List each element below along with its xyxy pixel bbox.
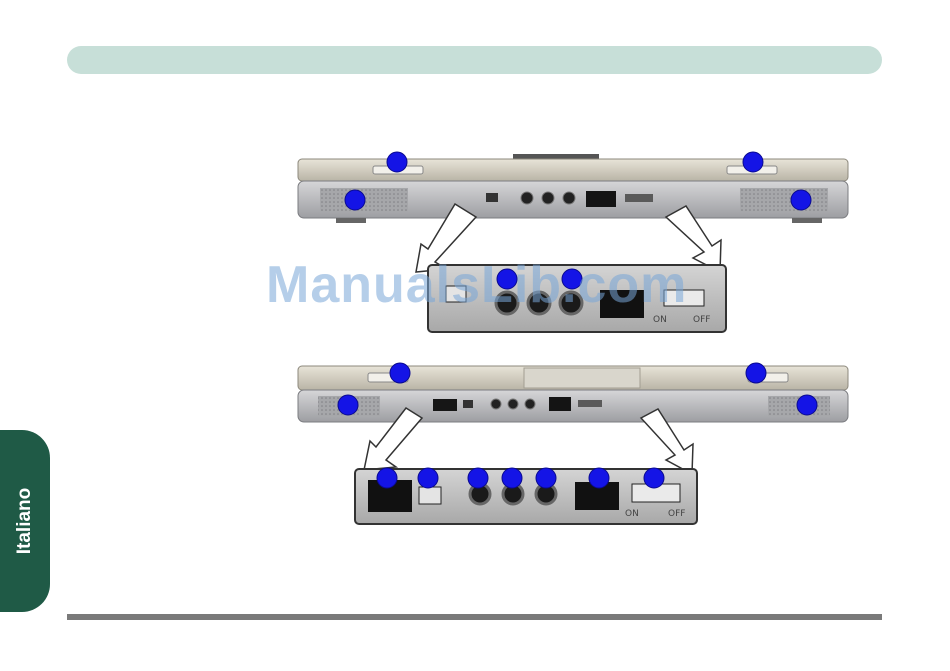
callout-marker: [377, 468, 397, 488]
callout-marker: [502, 468, 522, 488]
callout-marker: [746, 363, 766, 383]
callout-marker: [743, 152, 763, 172]
callout-marker: [338, 395, 358, 415]
watermark: ManualsLib.com: [266, 255, 687, 315]
wireless-switch: [578, 400, 602, 407]
footer-rule: [67, 614, 882, 620]
lid-center-panel: [524, 368, 640, 388]
callout-marker: [387, 152, 407, 172]
callout-marker: [418, 468, 438, 488]
callout-marker: [345, 190, 365, 210]
infrared-port: [586, 191, 616, 207]
switch-off-label: OFF: [693, 315, 710, 325]
card-slot: [433, 399, 457, 411]
callout-marker: [797, 395, 817, 415]
callout-marker: [644, 468, 664, 488]
audio-jack-1: [521, 192, 533, 204]
callout-marker: [536, 468, 556, 488]
callout-marker: [468, 468, 488, 488]
port-ieee-zoom: [419, 487, 441, 504]
port-ieee: [463, 400, 473, 408]
callout-marker: [791, 190, 811, 210]
audio-jack-1: [491, 399, 501, 409]
audio-jack-3: [563, 192, 575, 204]
foot-right: [792, 218, 822, 223]
switch-off-label: OFF: [668, 509, 685, 519]
switch-on-label: ON: [625, 509, 639, 519]
audio-jack-2: [508, 399, 518, 409]
port-ieee: [486, 193, 498, 202]
foot-left: [336, 218, 366, 223]
audio-jack-3: [525, 399, 535, 409]
callout-marker: [390, 363, 410, 383]
wireless-switch: [625, 194, 653, 202]
callout-marker: [589, 468, 609, 488]
laptop-front-model-1: [298, 154, 848, 223]
speaker-grille-right: [740, 188, 828, 212]
base: [298, 390, 848, 422]
audio-jack-2: [542, 192, 554, 204]
infrared-port: [549, 397, 571, 411]
switch-on-label: ON: [653, 315, 667, 325]
